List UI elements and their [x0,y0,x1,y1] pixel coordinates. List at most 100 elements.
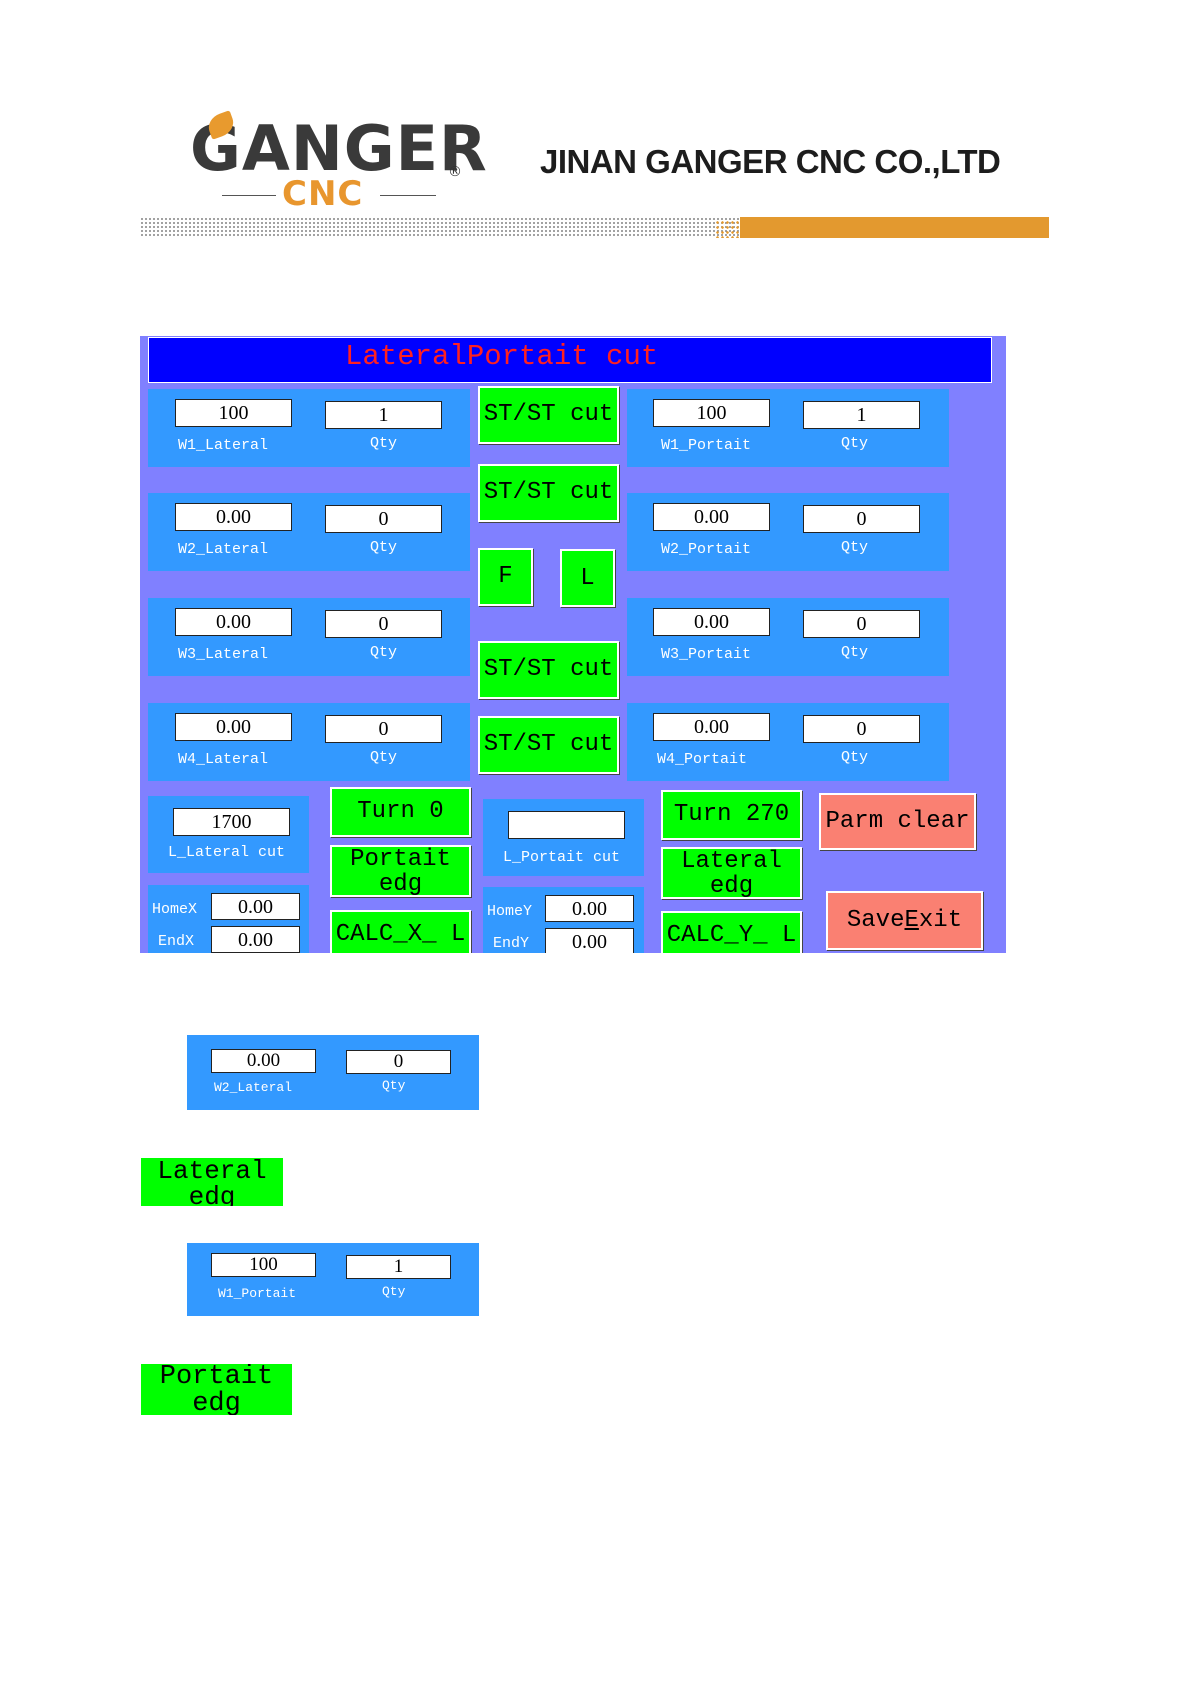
w1-portait-qty-input[interactable]: 1 [803,401,920,429]
home-y-input[interactable]: 0.00 [545,895,634,922]
screen-title: LateralPortait cut [345,340,659,373]
parm-clear-button[interactable]: Parm clear [819,793,976,850]
w4-portait-input[interactable]: 0.00 [653,713,770,741]
end-y-label: EndY [493,935,530,952]
l-portait-cut-input[interactable] [508,811,625,839]
l-button[interactable]: L [560,549,615,607]
save-exit-text-b: xit [918,907,963,934]
sample-w2-lateral-panel: 0.00 0 W2_Lateral Qty [187,1035,479,1110]
logo-wordmark: GANGER [190,112,488,185]
sample-w1-portait-panel: 100 1 W1_Portait Qty [187,1243,479,1316]
home-x-input[interactable]: 0.00 [211,893,300,920]
hmi-screen: LateralPortait cut 100 1 W1_Lateral Qty … [140,336,1006,953]
sample-lateral-edg-button[interactable]: Lateral edg [141,1158,283,1206]
sample-w2-lateral-label: W2_Lateral [214,1080,293,1095]
lateral-row-4: 0.00 0 W4_Lateral Qty [148,703,470,781]
l-portait-cut-panel: L_Portait cut [483,799,644,876]
w1-lateral-qty-input[interactable]: 1 [325,401,442,429]
qty-label: Qty [841,644,869,661]
w1-portait-input[interactable]: 100 [653,399,770,427]
save-exit-button[interactable]: SaveExit [826,891,983,950]
portait-edg-line2: edg [378,871,423,897]
lateral-row-2: 0.00 0 W2_Lateral Qty [148,493,470,571]
qty-label: Qty [841,749,869,766]
calc-x-l-button[interactable]: CALC_X_ L [330,910,471,953]
w2-lateral-input[interactable]: 0.00 [175,503,292,531]
lateral-edg-button[interactable]: Lateral edg [661,847,802,899]
l-lateral-cut-panel: 1700 L_Lateral cut [148,796,309,873]
sample-qty-label: Qty [382,1078,406,1093]
sample-qty-label: Qty [382,1284,406,1299]
sample-w2-lateral-qty-input[interactable]: 0 [346,1050,451,1074]
w2-portait-input[interactable]: 0.00 [653,503,770,531]
sample-lateral-edg-line2: edg [188,1182,236,1206]
w3-lateral-input[interactable]: 0.00 [175,608,292,636]
sample-portait-edg-button[interactable]: Portait edg [141,1364,292,1415]
lateral-edg-line1: Lateral [681,848,782,875]
stst-cut-button-1[interactable]: ST/ST cut [478,386,619,444]
w4-lateral-qty-input[interactable]: 0 [325,715,442,743]
lateral-edg-line2: edg [709,873,754,899]
stst-cut-button-2[interactable]: ST/ST cut [478,464,619,522]
l-lateral-cut-input[interactable]: 1700 [173,808,290,836]
w4-lateral-label: W4_Lateral [178,751,269,768]
w3-portait-qty-input[interactable]: 0 [803,610,920,638]
home-x-label: HomeX [152,901,198,918]
w2-portait-qty-input[interactable]: 0 [803,505,920,533]
ganger-logo: GANGER ® CNC [190,110,487,214]
sample-lateral-edg-line1: Lateral [157,1158,267,1186]
save-exit-text-a: Save [846,907,905,934]
w2-lateral-qty-input[interactable]: 0 [325,505,442,533]
turn-270-button[interactable]: Turn 270 [661,790,802,840]
w4-portait-qty-input[interactable]: 0 [803,715,920,743]
w3-lateral-label: W3_Lateral [178,646,269,663]
turn-0-button[interactable]: Turn 0 [330,787,471,837]
l-portait-cut-label: L_Portait cut [503,849,621,866]
w3-lateral-qty-input[interactable]: 0 [325,610,442,638]
qty-label: Qty [370,435,398,452]
home-end-x-panel: HomeX 0.00 EndX 0.00 [148,885,309,953]
logo-divider-left [222,195,276,196]
w4-portait-label: W4_Portait [657,751,748,768]
sample-w1-portait-label: W1_Portait [218,1286,297,1301]
registered-mark: ® [448,164,462,180]
l-lateral-cut-label: L_Lateral cut [168,844,286,861]
w1-lateral-input[interactable]: 100 [175,399,292,427]
qty-label: Qty [841,435,869,452]
portait-row-4: 0.00 0 W4_Portait Qty [627,703,949,781]
header-orange-stripe [740,217,1049,238]
lateral-row-1: 100 1 W1_Lateral Qty [148,389,470,467]
save-exit-hotkey: E [904,907,919,934]
company-name: JINAN GANGER CNC CO.,LTD [540,143,1001,180]
w2-lateral-label: W2_Lateral [178,541,269,558]
header-dotted-stripe [140,217,740,238]
calc-y-l-button[interactable]: CALC_Y_ L [661,911,802,953]
home-y-label: HomeY [487,903,533,920]
sample-w1-portait-input[interactable]: 100 [211,1253,316,1277]
stst-cut-button-4[interactable]: ST/ST cut [478,716,619,774]
w2-portait-label: W2_Portait [661,541,752,558]
portait-row-3: 0.00 0 W3_Portait Qty [627,598,949,676]
w3-portait-label: W3_Portait [661,646,752,663]
logo-divider-right [380,195,436,196]
portait-edg-line1: Portait [350,846,451,873]
qty-label: Qty [370,644,398,661]
sample-w2-lateral-input[interactable]: 0.00 [211,1049,316,1073]
sample-portait-edg-line1: Portait [159,1364,274,1392]
portait-edg-button[interactable]: Portait edg [330,845,471,897]
qty-label: Qty [370,749,398,766]
w3-portait-input[interactable]: 0.00 [653,608,770,636]
stst-cut-button-3[interactable]: ST/ST cut [478,641,619,699]
end-x-input[interactable]: 0.00 [211,926,300,953]
sample-w1-portait-qty-input[interactable]: 1 [346,1255,451,1279]
lateral-row-3: 0.00 0 W3_Lateral Qty [148,598,470,676]
end-y-input[interactable]: 0.00 [545,928,634,953]
sample-portait-edg-line2: edg [192,1389,241,1416]
screen-title-bar: LateralPortait cut [148,337,992,383]
portait-row-2: 0.00 0 W2_Portait Qty [627,493,949,571]
f-button[interactable]: F [478,548,533,606]
w4-lateral-input[interactable]: 0.00 [175,713,292,741]
qty-label: Qty [841,539,869,556]
logo-subtext: CNC [282,174,364,214]
w1-portait-label: W1_Portait [661,437,752,454]
